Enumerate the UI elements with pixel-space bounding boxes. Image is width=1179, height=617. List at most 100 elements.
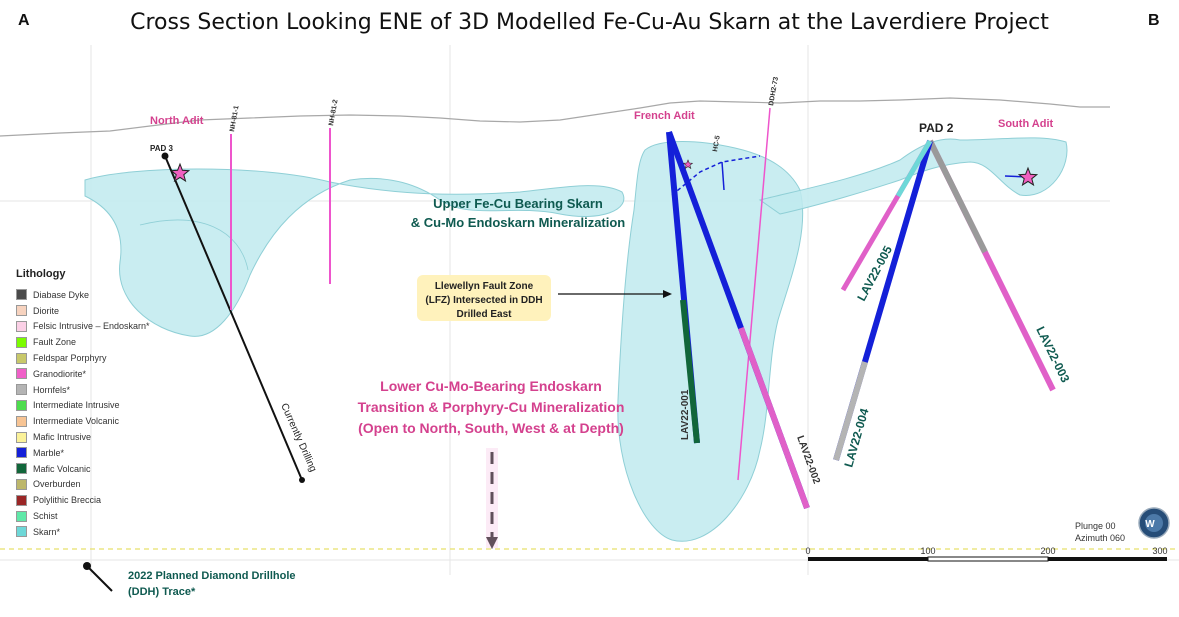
pad2-label: PAD 2: [919, 121, 954, 135]
legend-item: Feldspar Porphyry: [16, 350, 216, 366]
legend-item-label: Feldspar Porphyry: [33, 353, 107, 364]
skarn-body-central: [617, 141, 804, 542]
french-adit-label: French Adit: [634, 110, 695, 122]
skarn-body-east: [758, 137, 1068, 215]
upper-zone-line2: & Cu-Mo Endoskarn Mineralization: [411, 215, 626, 230]
legend-item-label: Mafic Volcanic: [33, 463, 91, 474]
lower-zone-line3: (Open to North, South, West & at Depth): [358, 420, 624, 436]
skarn-bodies: [84, 137, 1068, 542]
legend-item: Fault Zone: [16, 334, 216, 350]
legend-swatch: [16, 431, 27, 443]
legend-item: Hornfels*: [16, 382, 216, 398]
legend-swatch: [16, 352, 27, 364]
legend-swatch: [16, 289, 27, 301]
legend-item: Diorite: [16, 303, 216, 319]
legend-item: Diabase Dyke: [16, 287, 216, 303]
legend-swatch: [16, 526, 27, 538]
french-adit-star-icon: [682, 159, 694, 170]
lower-zone-line1: Lower Cu-Mo-Bearing Endoskarn: [380, 378, 602, 394]
legend-item-label: Marble*: [33, 447, 65, 458]
lower-zone-line2: Transition & Porphyry-Cu Mineralization: [358, 399, 625, 415]
legend-swatch: [16, 447, 27, 459]
nh81-1-label: NH-81-1: [229, 105, 241, 132]
legend-item-label: Overburden: [33, 479, 81, 490]
legend-title: Lithology: [16, 268, 66, 280]
scale-tick-200: 200: [1040, 546, 1055, 556]
drillhole-ddh2-73: [737, 107, 771, 481]
skarn-body-west: [84, 168, 625, 337]
section-end-a-label: A: [18, 12, 30, 29]
fault-callout-line2: (LFZ) Intersected in DDH: [425, 295, 542, 306]
legend-swatch: [16, 336, 27, 348]
legend-item-label: Schist: [33, 511, 58, 522]
fault-callout-line1: Llewellyn Fault Zone: [435, 281, 534, 292]
section-end-b-label: B: [1148, 12, 1160, 29]
nh81-2-label: NH-81-2: [328, 99, 340, 126]
legend-item: Intermediate Intrusive: [16, 398, 216, 414]
legend-item: Mafic Volcanic: [16, 461, 216, 477]
legend-item-label: Intermediate Volcanic: [33, 416, 120, 427]
legend-item-label: Intermediate Intrusive: [33, 400, 120, 411]
legend-item: Mafic Intrusive: [16, 429, 216, 445]
pad3-label: PAD 3: [150, 144, 174, 153]
legend-swatch: [16, 494, 27, 506]
legend-item: Marble*: [16, 445, 216, 461]
plunge-label: Plunge 00: [1075, 521, 1116, 531]
planned-ddh-trace-icon: [83, 562, 113, 592]
drillholes: [161, 107, 1056, 510]
legend-item-label: Mafic Intrusive: [33, 432, 92, 443]
legend-item: Overburden: [16, 477, 216, 493]
legend-item: Granodiorite*: [16, 366, 216, 382]
south-adit-star-icon: [1017, 166, 1039, 187]
south-adit-label: South Adit: [998, 118, 1054, 130]
legend-item: Skarn*: [16, 524, 216, 540]
legend-item-label: Diabase Dyke: [33, 289, 90, 300]
topography-line: [0, 97, 1110, 137]
drillhole-pad3-trace: [164, 155, 303, 481]
legend-swatch: [16, 320, 27, 332]
fault-callout-arrow-head: [663, 290, 672, 298]
fault-callout-line3: Drilled East: [456, 309, 512, 320]
scale-tick-0: 0: [805, 546, 810, 556]
legend-swatch: [16, 399, 27, 411]
scale-tick-100: 100: [920, 546, 935, 556]
depth-arrow-icon: [486, 448, 498, 549]
legend-item-label: Felsic Intrusive – Endoskarn*: [33, 321, 150, 332]
legend-item: Schist: [16, 508, 216, 524]
ddh2-73-label: DDH2-73: [768, 76, 780, 106]
page-title: Cross Section Looking ENE of 3D Modelled…: [130, 10, 1049, 35]
legend-item-label: Granodiorite*: [33, 368, 87, 379]
legend-item-label: Fault Zone: [33, 337, 77, 348]
legend-swatch: [16, 384, 27, 396]
legend-swatch: [16, 368, 27, 380]
legend-item: Intermediate Volcanic: [16, 413, 216, 429]
hc5-label: HC-5: [712, 135, 722, 152]
north-adit-star-icon: [169, 162, 191, 183]
legend-item: Felsic Intrusive – Endoskarn*: [16, 319, 216, 335]
azimuth-label: Azimuth 060: [1075, 533, 1125, 543]
legend-item-label: Hornfels*: [33, 384, 71, 395]
lav22-003-label: LAV22-003: [1033, 324, 1072, 385]
fault-callout-box: [417, 275, 551, 321]
legend-swatch: [16, 478, 27, 490]
skarn-contour-line: [139, 219, 249, 271]
compass-globe-icon: W: [1138, 507, 1170, 539]
north-adit-label: North Adit: [150, 115, 204, 127]
legend-swatch: [16, 415, 27, 427]
svg-text:W: W: [1145, 519, 1155, 530]
planned-ddh-line1: 2022 Planned Diamond Drillhole: [128, 570, 296, 582]
lav22-001-label: LAV22-001: [680, 389, 691, 440]
planned-ddh-line2: (DDH) Trace*: [128, 586, 196, 598]
upper-zone-line1: Upper Fe-Cu Bearing Skarn: [433, 196, 603, 211]
drillhole-hc-5: [671, 155, 761, 196]
scale-bar: 0 100 200 300: [805, 546, 1168, 562]
scale-tick-300: 300: [1152, 546, 1167, 556]
legend-item-label: Polylithic Breccia: [33, 495, 102, 506]
legend-item: Polylithic Breccia: [16, 492, 216, 508]
legend-swatch: [16, 510, 27, 522]
legend-swatch: [16, 463, 27, 475]
legend-swatch: [16, 305, 27, 317]
